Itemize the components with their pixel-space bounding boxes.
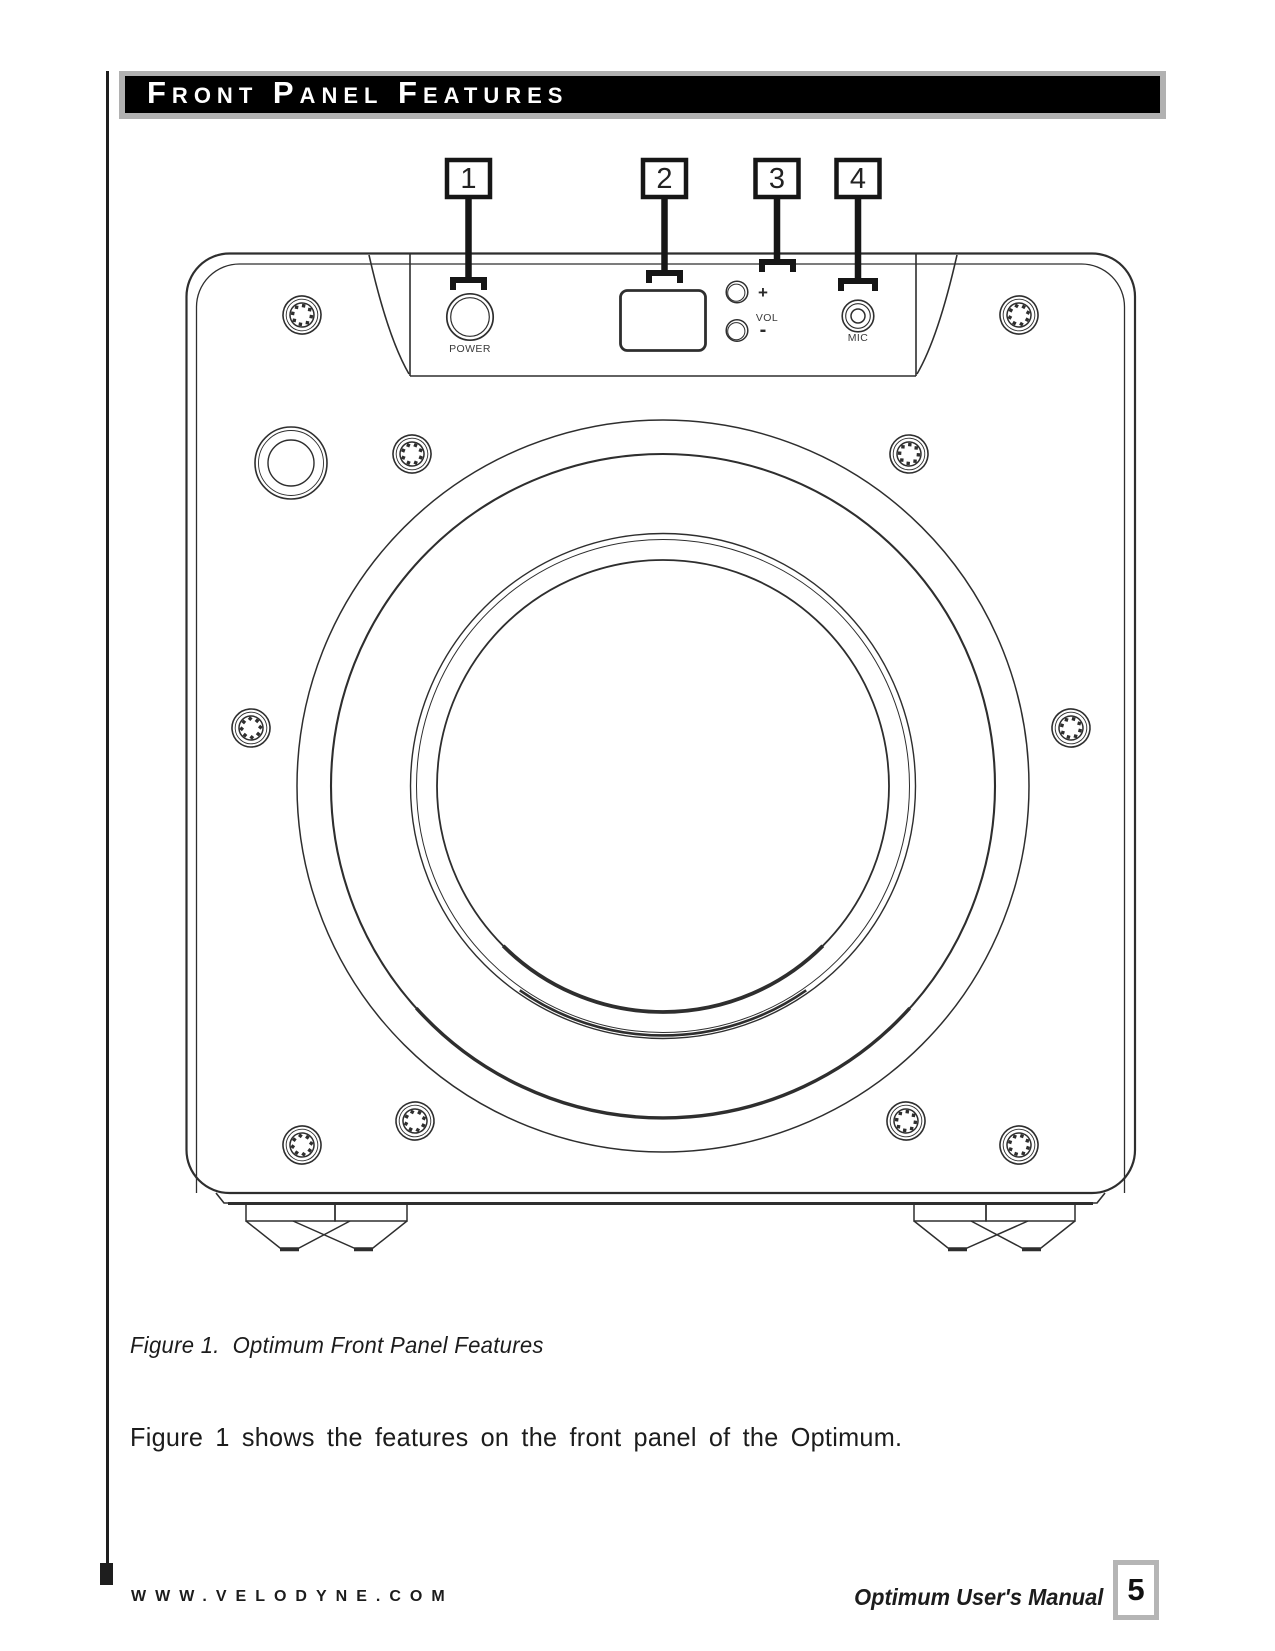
callout-2: 2 — [640, 157, 689, 283]
power-label: POWER — [449, 343, 491, 355]
mounting-screw — [388, 1094, 442, 1148]
page-title: Front Panel Features — [147, 75, 569, 110]
left-margin-rule-cap — [100, 1563, 113, 1585]
volume-down-button — [725, 318, 749, 343]
mounting-screw — [887, 432, 931, 476]
volume-plus-label: + — [758, 283, 768, 302]
page-number: 5 — [1127, 1572, 1145, 1607]
figure-caption: Figure 1. Optimum Front Panel Features — [130, 1332, 544, 1358]
power-button — [445, 292, 495, 342]
callout-1: 1 — [444, 157, 493, 290]
volume-up-button — [725, 280, 749, 304]
mounting-screw — [1046, 703, 1096, 753]
callout-3-number: 3 — [769, 163, 785, 195]
section-header-band: Front Panel Features — [119, 71, 1166, 119]
body-paragraph: Figure 1 shows the features on the front… — [130, 1422, 903, 1452]
callout-3: 3 — [753, 157, 801, 272]
section-header-bar: Front Panel Features — [125, 75, 1160, 113]
mounting-screw — [223, 700, 279, 756]
subwoofer-cabinet — [185, 252, 1137, 1205]
mic-label: MIC — [848, 332, 868, 344]
callout-1-number: 1 — [460, 163, 476, 195]
mounting-screw — [994, 1120, 1044, 1170]
mounting-screw — [992, 288, 1046, 342]
speaker-driver — [296, 419, 1030, 1153]
footer-manual-title: Optimum User's Manual — [853, 1584, 1103, 1610]
left-margin-rule — [106, 71, 109, 1565]
mounting-screw — [274, 1117, 330, 1173]
footer-website: WWW.VELODYNE.COM — [131, 1588, 454, 1605]
display-window — [619, 289, 707, 352]
callout-4-number: 4 — [850, 163, 866, 195]
mounting-screw — [883, 1098, 929, 1144]
mic-jack — [841, 299, 875, 333]
spike-feet — [245, 1202, 1076, 1252]
callout-4: 4 — [834, 157, 882, 291]
mounting-screw — [279, 292, 325, 338]
port-led — [254, 426, 328, 500]
volume-minus-label: - — [760, 319, 767, 341]
mounting-screw — [386, 428, 438, 480]
control-panel — [368, 253, 958, 377]
callout-2-number: 2 — [656, 163, 672, 195]
page-number-box: 5 — [1113, 1560, 1159, 1620]
volume-label: VOL — [756, 312, 778, 324]
